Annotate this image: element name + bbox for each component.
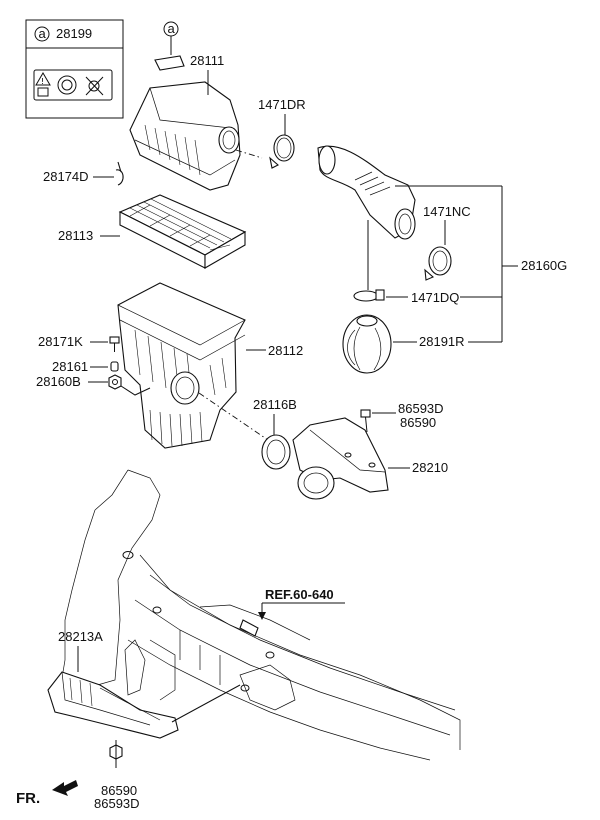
seal-ring-28116B bbox=[261, 434, 291, 470]
svg-text:!: ! bbox=[41, 77, 44, 86]
clamp-1471DR bbox=[269, 134, 295, 169]
label-ref-60-640: REF.60-640 bbox=[265, 587, 334, 602]
label-28210: 28210 bbox=[412, 460, 448, 475]
bolt-28171K bbox=[109, 336, 120, 352]
label-28113: 28113 bbox=[58, 228, 93, 243]
label-28160B: 28160B bbox=[36, 374, 81, 389]
label-28116B: 28116B bbox=[253, 397, 297, 412]
callout-a-letter: a bbox=[168, 21, 176, 36]
label-28112: 28112 bbox=[268, 343, 303, 358]
label-28160G: 28160G bbox=[521, 258, 567, 273]
legend-box: a 28199 ! bbox=[25, 19, 124, 119]
intake-hose bbox=[317, 145, 416, 240]
label-1471NC: 1471NC bbox=[423, 204, 471, 219]
bolt-86590-upper bbox=[360, 409, 371, 433]
grommet-28161 bbox=[110, 361, 119, 372]
nut-28160B bbox=[108, 374, 122, 390]
label-sticker-shape bbox=[154, 55, 185, 71]
label-28161: 28161 bbox=[52, 359, 88, 374]
legend-circle-letter: a bbox=[39, 26, 47, 41]
label-28213A: 28213A bbox=[58, 629, 103, 644]
label-86590-upper: 86590 bbox=[400, 415, 436, 430]
label-28111: 28111 bbox=[190, 53, 224, 68]
callout-a: a bbox=[154, 21, 185, 71]
duct-28210 bbox=[292, 417, 389, 500]
warning-label-icon: ! bbox=[33, 69, 113, 101]
label-1471DQ: 1471DQ bbox=[411, 290, 459, 305]
front-arrow-icon bbox=[52, 780, 78, 796]
legend-part-number: 28199 bbox=[56, 26, 92, 41]
air-cleaner-body-28112 bbox=[117, 282, 269, 449]
resonator-28191R bbox=[342, 314, 392, 374]
label-86593D-lower: 86593D bbox=[94, 796, 140, 811]
bracket-28213A bbox=[47, 671, 179, 739]
clamp-1471DQ bbox=[353, 289, 385, 302]
label-1471DR: 1471DR bbox=[258, 97, 306, 112]
bolt-86590-lower bbox=[109, 740, 123, 760]
air-filter-28113 bbox=[118, 194, 247, 269]
clamp-1471NC bbox=[424, 246, 452, 281]
vehicle-frame bbox=[59, 469, 461, 761]
label-86590-lower: 86590 bbox=[101, 783, 137, 798]
label-28174D: 28174D bbox=[43, 169, 89, 184]
label-28191R: 28191R bbox=[419, 334, 465, 349]
front-direction-label: FR. bbox=[16, 790, 40, 807]
clip-28174D bbox=[115, 161, 124, 186]
label-28171K: 28171K bbox=[38, 334, 83, 349]
label-86593D-upper: 86593D bbox=[398, 401, 444, 416]
air-cleaner-cover-28111 bbox=[129, 81, 263, 191]
